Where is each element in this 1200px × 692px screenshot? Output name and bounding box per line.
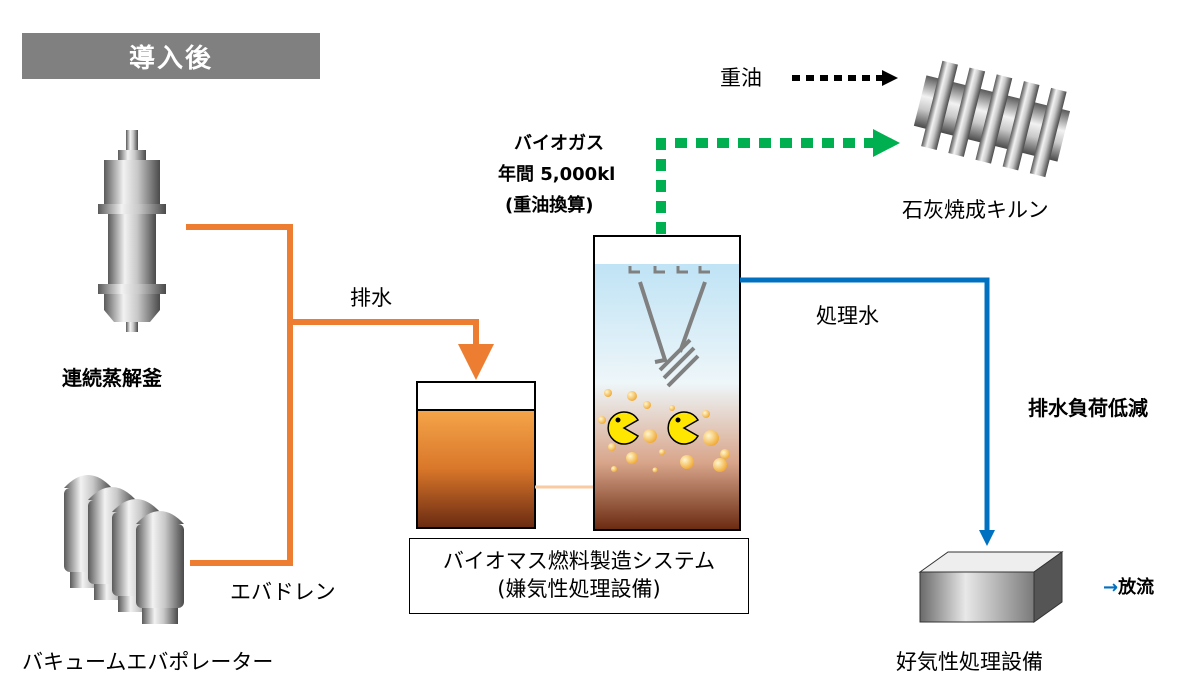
load-reduction-label: 排水負荷低減 [1028,396,1148,420]
biogas-note: (重油換算) [505,195,594,216]
biogas-bubbles [598,389,730,473]
system-name: バイオマス燃料製造システム [442,549,716,573]
aerobic-treatment-icon [918,551,1064,623]
treated-water-label: 処理水 [816,304,879,328]
discharge-label: →放流 [1103,577,1155,598]
heavy-oil-arrow [792,70,898,86]
heavy-oil-label: 重油 [720,66,762,90]
evaporator-icon [64,475,184,624]
biogas-title: バイオガス [514,133,604,154]
wastewater-pipe [186,224,494,566]
evaporator-label: バキュームエバポレーター [22,650,274,674]
biomass-fuel-system-box: バイオマス燃料製造システム (嫌気性処理設備) [409,538,749,614]
anaerobic-reactor [593,235,741,531]
storage-tank [416,381,536,529]
kiln-label: 石灰焼成キルン [902,198,1049,222]
aerobic-treatment-label: 好気性処理設備 [896,650,1043,674]
kiln-icon [913,60,1071,178]
biogas-amount: 年間 5,000kl [498,164,616,185]
biogas-arrow [656,129,900,234]
system-subtitle: (嫌気性処理設備) [497,577,661,601]
digester-icon [98,130,166,332]
digester-label: 連続蒸解釜 [62,366,162,390]
after-introduction-badge: 導入後 [22,33,320,79]
evap-drain-label: エバドレン [230,580,336,604]
treated-water-pipe [740,277,995,546]
wastewater-label: 排水 [350,286,392,310]
